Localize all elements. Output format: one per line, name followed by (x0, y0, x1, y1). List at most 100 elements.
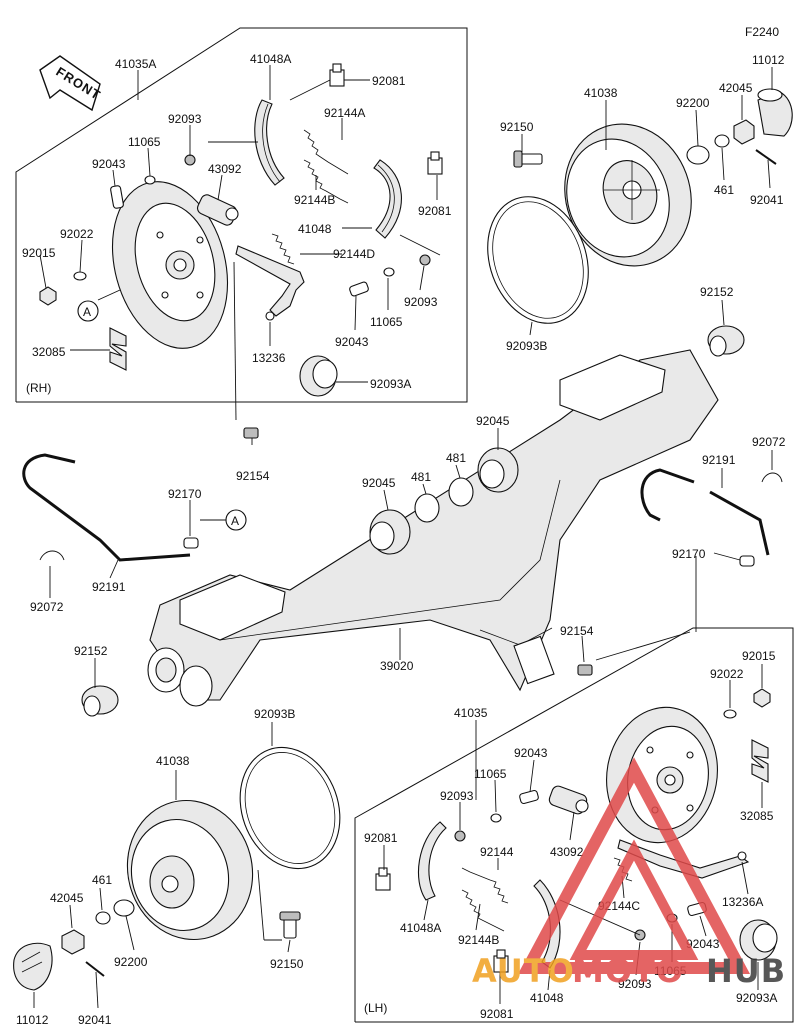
clamp-92170-left (183, 537, 199, 549)
rh-clip-92081-right (427, 151, 443, 175)
cotter-pin-92041-lower (85, 961, 105, 977)
label-lh-92081-left: 92081 (364, 831, 398, 845)
rh-pin-92043-top (110, 185, 124, 209)
rh-brake-shoe-41048 (373, 159, 402, 239)
rh-washer-11065-low (383, 267, 395, 277)
label-lh-41048A: 41048A (400, 921, 441, 935)
label-l-461: 461 (92, 873, 112, 887)
label-41035: 41035 (454, 706, 488, 720)
label-c-92045-b: 92045 (362, 476, 396, 490)
label-rh-92043-low: 92043 (335, 335, 369, 349)
washer-92200-lower (113, 899, 135, 917)
bolt-92154-top (243, 427, 259, 439)
lh-washer-11065-top (490, 813, 502, 823)
rh-seal-92093A (299, 355, 338, 397)
lh-panel-frame (354, 627, 794, 1023)
drum-41038-upper (564, 123, 692, 267)
drum-41038-lower (126, 799, 254, 941)
nut-42045-lower (61, 929, 85, 955)
label-lh-92093-top: 92093 (440, 789, 474, 803)
label-c-481-a: 481 (446, 451, 466, 465)
label-lh-92093-low: 92093 (618, 977, 652, 991)
label-l-92150: 92150 (270, 957, 304, 971)
label-c-92170-l: 92170 (168, 487, 202, 501)
label-r-92093B: 92093B (506, 339, 547, 353)
label-c-92191-r: 92191 (702, 453, 736, 467)
label-r-41038: 41038 (584, 86, 618, 100)
label-rr-32085: 32085 (740, 809, 774, 823)
label-lh-41048: 41048 (530, 991, 564, 1005)
label-41035A: 41035A (115, 57, 156, 71)
axle-housing-39020 (147, 349, 719, 707)
label-rh-32085: 32085 (32, 345, 66, 359)
lh-spring-92144 (461, 867, 509, 904)
label-rr-13236A: 13236A (722, 895, 763, 909)
label-l-92041: 92041 (78, 1013, 112, 1027)
rh-washer-11065-top (144, 175, 156, 185)
nut-42045-upper (733, 119, 755, 145)
label-r-92150: 92150 (500, 120, 534, 134)
label-rh-92081-top: 92081 (372, 74, 406, 88)
label-r-92041: 92041 (750, 193, 784, 207)
washer-92200-upper (686, 145, 710, 165)
cotter-pin-92041-upper (755, 149, 777, 165)
label-c-39020: 39020 (380, 659, 414, 673)
label-r-461: 461 (714, 183, 734, 197)
label-lh-92043-low: 92043 (686, 937, 720, 951)
lh-cap-92093-top (454, 830, 466, 842)
rh-pin-92043-low (349, 281, 369, 297)
label-r-92200: 92200 (676, 96, 710, 110)
washer-461-upper (714, 134, 730, 148)
rr-clamp-32085 (751, 739, 769, 783)
label-lh-43092: 43092 (550, 845, 584, 859)
label-rh-13236: 13236 (252, 351, 286, 365)
rr-washer-92022 (723, 709, 737, 719)
callout-a-rh: A (77, 300, 99, 322)
rh-cap-92093-top (184, 154, 196, 166)
label-rh-92081-right: 92081 (418, 204, 452, 218)
rh-backing-plate (111, 181, 229, 349)
rh-leader-lines (39, 65, 441, 421)
label-rr-92015: 92015 (742, 649, 776, 663)
center-leaders (49, 428, 773, 688)
breather-hose-92191-left (22, 453, 191, 562)
label-c-92154-top: 92154 (236, 469, 270, 483)
rr-nut-92015 (753, 688, 771, 708)
washer-461-lower (95, 911, 111, 925)
front-arrow-icon: FRONT (39, 55, 104, 112)
cap-11012-lower (13, 942, 53, 991)
stud-92150-upper (513, 150, 543, 168)
rh-brake-shoe-41048A (254, 99, 285, 186)
rh-lever-13236 (235, 245, 305, 321)
label-l-11012: 11012 (16, 1013, 49, 1027)
rh-spring-92144A (303, 129, 349, 175)
label-rh-92144D: 92144D (333, 247, 375, 261)
label-c-92152-l: 92152 (74, 644, 108, 658)
label-lh-92144B: 92144B (458, 933, 499, 947)
label-l-92200: 92200 (114, 955, 148, 969)
label-rh-41048A: 41048A (250, 52, 291, 66)
figure-code: F2240 (745, 25, 779, 39)
rh-wheel-cylinder (196, 194, 239, 226)
rh-clamp-32085 (109, 327, 127, 371)
label-rh-92093-low: 92093 (404, 295, 438, 309)
rh-spring-92144B (303, 159, 349, 204)
lh-brake-shoe-41048A (417, 821, 447, 901)
bearing-92045-b (369, 509, 411, 555)
rh-nut-92015 (39, 286, 57, 306)
label-rh-11065-low: 11065 (370, 315, 403, 329)
watermark-auto: AUTO (472, 952, 575, 990)
watermark-moto: MOTO (572, 952, 684, 990)
label-rh-92144B: 92144B (294, 193, 335, 207)
watermark-logo: AUTO MOTO HUB (472, 757, 785, 990)
lh-lever-13236A (617, 839, 750, 879)
svg-text:A: A (83, 305, 91, 319)
stud-92150-lower (279, 911, 301, 939)
label-rh-41048: 41048 (298, 222, 332, 236)
svg-text:A: A (231, 514, 239, 528)
callout-a-center: A (225, 509, 247, 531)
label-r-92152: 92152 (700, 285, 734, 299)
cap-11012-upper (757, 88, 793, 137)
rr-seal-92093A (739, 919, 778, 961)
